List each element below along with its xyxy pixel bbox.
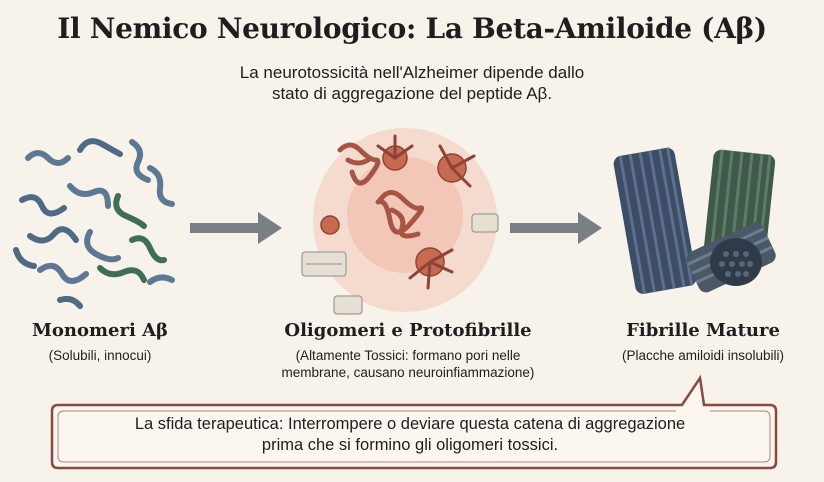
stage-desc-oligomers: (Altamente Tossici: formano pori nelle m…: [250, 347, 566, 381]
stage-desc-line: (Altamente Tossici: formano pori nelle: [295, 348, 521, 363]
stage-label-fibrils: Fibrille Mature: [626, 320, 780, 341]
membrane-pore-icon: [301, 213, 499, 315]
subtitle-line-1: La neurotossicità nell'Alzheimer dipende…: [239, 63, 585, 82]
page-title: Il Nemico Neurologico: La Beta-Amiloide …: [57, 12, 767, 45]
arrow-right-icon: [190, 212, 282, 244]
stage-desc-line: (Solubili, innocui): [48, 348, 152, 363]
stage-desc-monomers: (Solubili, innocui): [8, 347, 192, 364]
page-subtitle: La neurotossicità nell'Alzheimer dipende…: [0, 62, 824, 104]
stage-desc-line: membrane, causano neuroinfiammazione): [281, 365, 535, 380]
subtitle-line-2: stato di aggregazione del peptide Aβ.: [271, 84, 553, 103]
callout-frame: [50, 374, 778, 470]
callout-text: La sfida terapeutica: Interrompere o dev…: [60, 414, 760, 456]
fibril-bundle-icon: [613, 147, 776, 295]
stage-label-monomers: Monomeri Aβ: [31, 320, 169, 341]
arrow-right-icon: [510, 212, 602, 244]
stage-desc-fibrils: (Placche amiloidi insolubili): [596, 347, 810, 364]
stage-label-oligomers: Oligomeri e Protofibrille: [284, 320, 532, 341]
stage-desc-line: (Placche amiloidi insolubili): [621, 348, 785, 363]
callout-line-1: La sfida terapeutica: Interrompere o dev…: [134, 415, 686, 433]
callout-line-2: prima che si formino gli oligomeri tossi…: [261, 436, 559, 454]
oligomer-cluster-icon: [301, 128, 499, 315]
monomer-strands-icon: [13, 138, 175, 309]
